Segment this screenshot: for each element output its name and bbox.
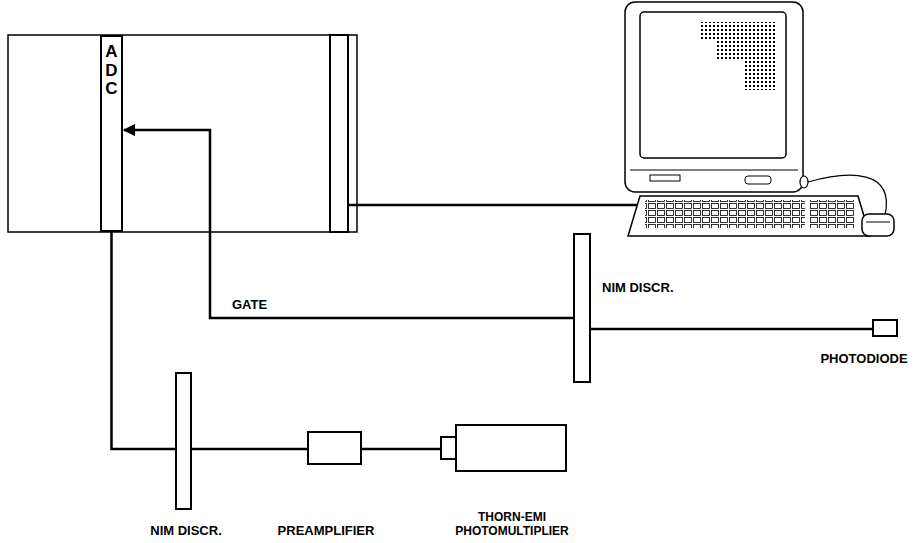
signal-wire <box>124 130 573 318</box>
signal-name: GATE <box>230 297 269 312</box>
computer-illustration <box>625 2 894 236</box>
component-label: NIM DISCR. <box>134 523 238 538</box>
signal-wire <box>591 328 872 331</box>
signal-wire <box>362 448 440 451</box>
interface-module <box>330 35 348 232</box>
component-label: PHOTODIODE <box>810 351 918 366</box>
signal-wire <box>192 448 307 451</box>
component-label: NIM DISCR. <box>602 280 702 295</box>
nim-crate <box>8 35 357 232</box>
component-label: THORN-EMI PHOTOMULTIPLIER <box>432 510 592 538</box>
nim-discriminator: NIM DISCR. <box>573 233 591 383</box>
signal-wire <box>112 232 176 449</box>
photodiode: PHOTODIODE <box>872 319 898 337</box>
preamplifier-box: PREAMPLIFIER <box>307 431 362 465</box>
nim-discriminator: NIM DISCR. <box>175 372 192 510</box>
photomultiplier: THORN-EMI PHOTOMULTIPLIER <box>440 424 567 472</box>
component-label: PREAMPLIFIER <box>266 523 386 538</box>
computer-cable <box>348 204 640 207</box>
pmt-body <box>455 424 567 472</box>
adc-module: ADC <box>100 35 123 232</box>
module-label: ADC <box>103 43 120 99</box>
